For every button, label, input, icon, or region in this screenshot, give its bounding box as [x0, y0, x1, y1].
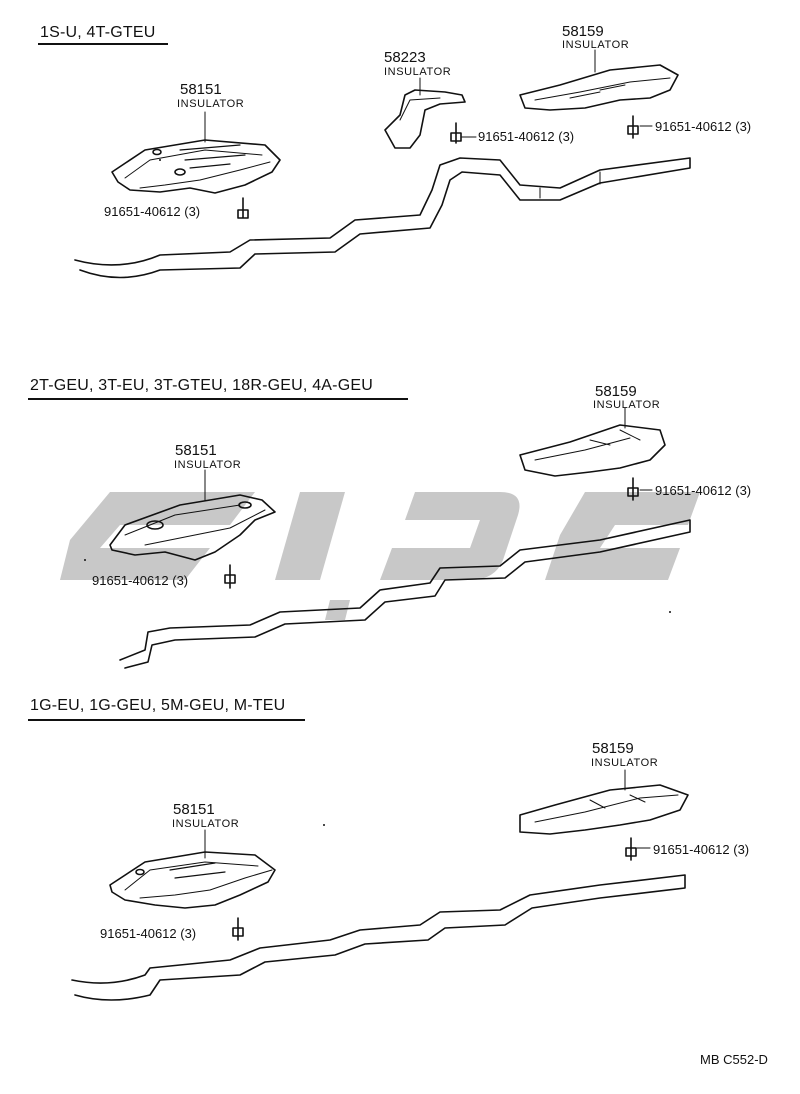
- header-underline: [28, 719, 305, 721]
- part-number: 58159: [595, 383, 637, 400]
- watermark-logo: [60, 492, 700, 620]
- bolt-icon-s1c: [627, 115, 639, 139]
- bolt-label: 91651-40612 (3): [655, 119, 752, 134]
- section-3-art: [71, 769, 689, 1001]
- insulator-58159-shape-2: [519, 424, 666, 477]
- bolt-label: 91651-40612 (3): [104, 204, 201, 219]
- part-name: INSULATOR: [174, 459, 242, 471]
- exhaust-pipe-1: [74, 157, 691, 279]
- insulator-58159-shape-3: [519, 784, 689, 835]
- bolt-icon-s3b: [625, 837, 637, 861]
- section-2-art: [109, 407, 691, 669]
- exhaust-pipe-2: [119, 519, 691, 669]
- exhaust-pipe-3: [71, 874, 686, 1001]
- bolt-icon-s1a: [237, 197, 249, 219]
- section-1-art: [74, 49, 691, 279]
- bolt-icon-s2b: [627, 477, 639, 501]
- header-underline: [38, 43, 168, 45]
- bolt-label: 91651-40612 (3): [478, 129, 575, 144]
- part-name: INSULATOR: [177, 98, 245, 110]
- part-number: 58223: [384, 49, 426, 66]
- section-header: 1S-U, 4T-GTEU: [40, 24, 156, 41]
- part-number: 58151: [175, 442, 217, 459]
- bolt-label: 91651-40612 (3): [100, 926, 197, 941]
- bolt-label: 91651-40612 (3): [655, 483, 752, 498]
- header-underline: [28, 398, 408, 400]
- bolt-icon-s3a: [232, 917, 244, 941]
- scan-dots: [84, 159, 671, 826]
- part-name: INSULATOR: [593, 399, 661, 411]
- insulator-58159-shape-1: [519, 64, 679, 111]
- bolt-icon-s1b: [450, 122, 462, 144]
- part-name: INSULATOR: [591, 757, 659, 769]
- section-header: 2T-GEU, 3T-EU, 3T-GTEU, 18R-GEU, 4A-GEU: [30, 377, 373, 394]
- insulator-58223-shape: [384, 89, 466, 149]
- diagram-code: MB C552-D: [700, 1052, 768, 1067]
- part-number: 58159: [562, 23, 604, 40]
- section-header: 1G-EU, 1G-GEU, 5M-GEU, M-TEU: [30, 697, 286, 714]
- part-name: INSULATOR: [384, 66, 452, 78]
- insulator-58151-shape-3: [109, 851, 276, 909]
- insulator-58151-shape-2: [109, 494, 276, 561]
- bolt-label: 91651-40612 (3): [653, 842, 750, 857]
- part-name: INSULATOR: [172, 818, 240, 830]
- part-number: 58151: [180, 81, 222, 98]
- part-number: 58151: [173, 801, 215, 818]
- bolt-icon-s2a: [224, 564, 236, 589]
- bolt-label: 91651-40612 (3): [92, 573, 189, 588]
- part-number: 58159: [592, 740, 634, 757]
- part-name: INSULATOR: [562, 39, 630, 51]
